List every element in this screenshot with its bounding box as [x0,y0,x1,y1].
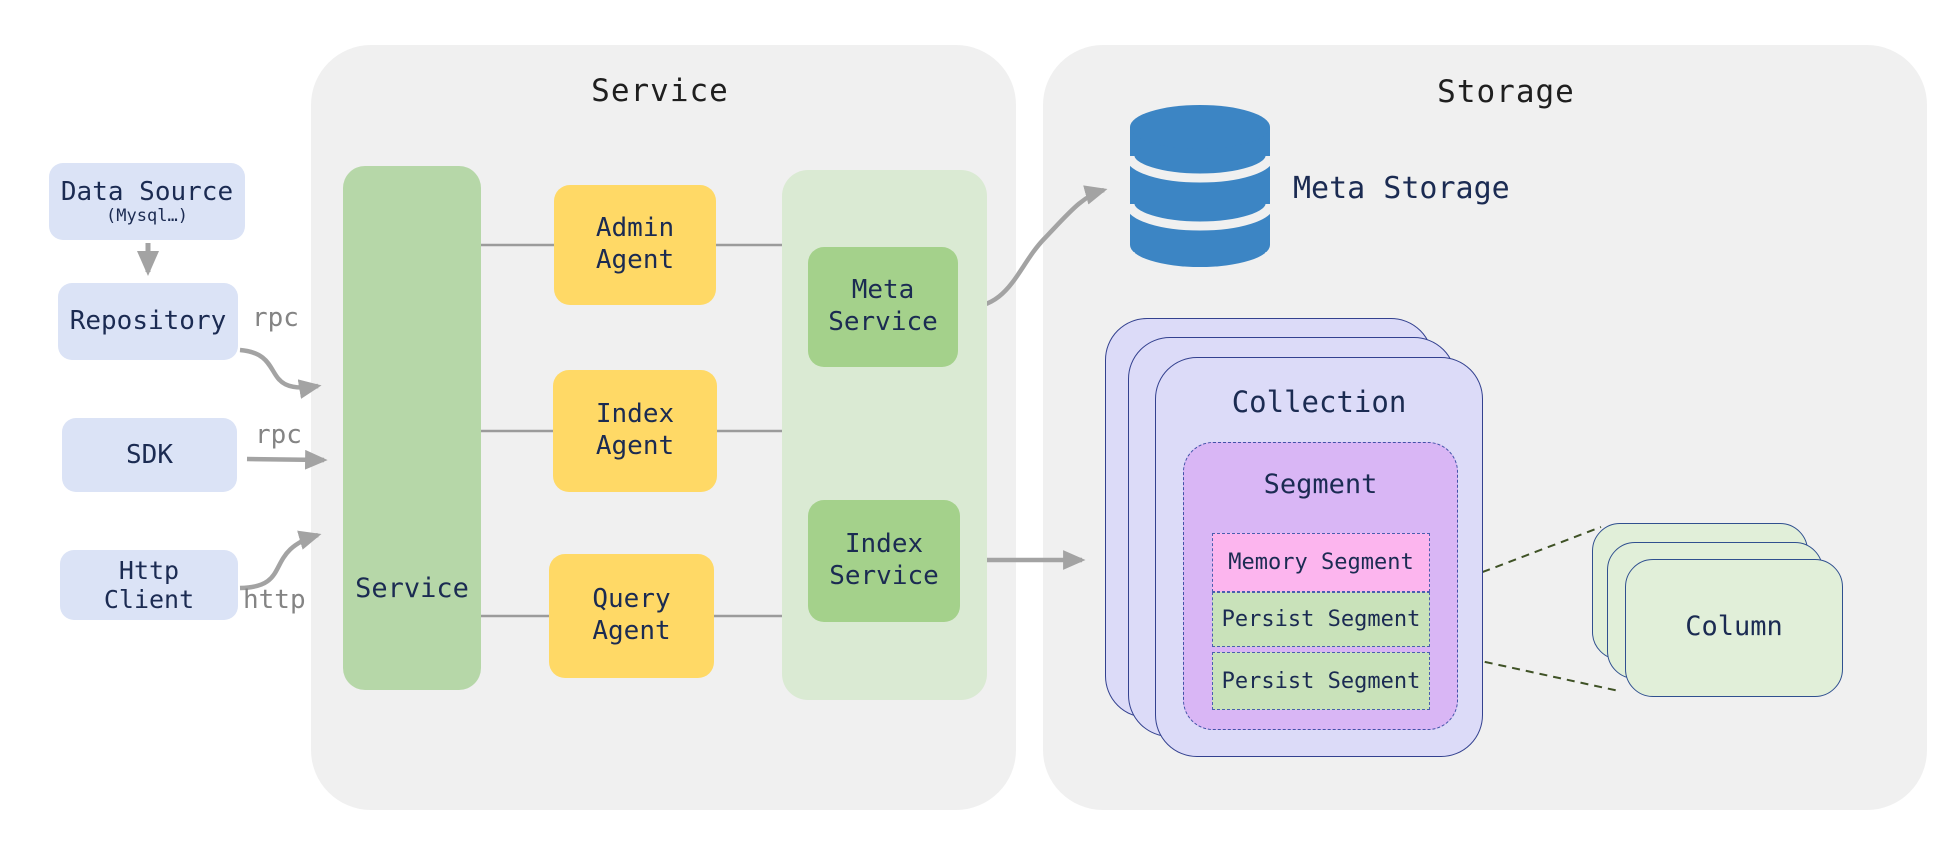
data-source-sublabel: (Mysql…) [106,206,188,227]
repository-label: Repository [69,306,227,337]
index-agent-line1: Index [595,399,675,430]
persist-segment-box-2: Persist Segment [1212,652,1430,710]
persist-segment-box-1: Persist Segment [1212,592,1430,647]
segment-title: Segment [1263,469,1378,500]
query-agent-line1: Query [592,584,671,615]
data-source-label: Data Source [60,176,234,207]
query-agent-line2: Agent [592,616,671,646]
service-bar-label: Service [355,573,469,604]
arrow-httpclient-to-service [239,530,322,591]
collection-card-front: Collection Segment Memory Segment Persis… [1155,357,1483,757]
service-panel-title: Service [591,73,729,109]
persist-segment-label-1: Persist Segment [1221,607,1421,632]
index-agent-line2: Agent [595,431,675,461]
http-client-node: Http Client [60,550,238,620]
arrow-repository-to-service [239,347,322,399]
index-service-line1: Index [844,529,924,560]
http-label: http [243,585,306,615]
meta-storage-label: Meta Storage [1293,171,1510,206]
memory-segment-box: Memory Segment [1212,533,1430,592]
repository-node: Repository [58,283,238,360]
admin-agent-line1: Admin [595,213,675,244]
sdk-label: SDK [126,439,173,470]
column-label: Column [1685,610,1783,642]
meta-service-node: Meta Service [808,247,958,367]
index-agent-node: Index Agent [553,370,717,492]
http-client-label-line2: Client [103,585,195,614]
collection-title: Collection [1231,385,1407,419]
http-client-label-line1: Http [118,555,180,585]
admin-agent-line2: Agent [595,245,675,275]
service-bar: Service [343,166,481,690]
segment-box: Segment Memory Segment Persist Segment P… [1183,442,1458,730]
memory-segment-label: Memory Segment [1228,550,1414,575]
sdk-node: SDK [62,418,237,492]
rpc-label-sdk: rpc [255,420,302,450]
meta-service-line1: Meta [851,275,915,306]
persist-segment-label-2: Persist Segment [1221,668,1421,694]
column-card-front: Column [1625,559,1843,697]
storage-panel-title: Storage [1437,74,1575,110]
meta-service-line2: Service [828,307,938,337]
index-service-line2: Service [829,561,939,591]
admin-agent-node: Admin Agent [554,185,716,305]
data-source-node: Data Source (Mysql…) [49,163,245,240]
query-agent-node: Query Agent [549,554,714,678]
index-service-node: Index Service [808,500,960,622]
rpc-label-repository: rpc [252,303,299,333]
